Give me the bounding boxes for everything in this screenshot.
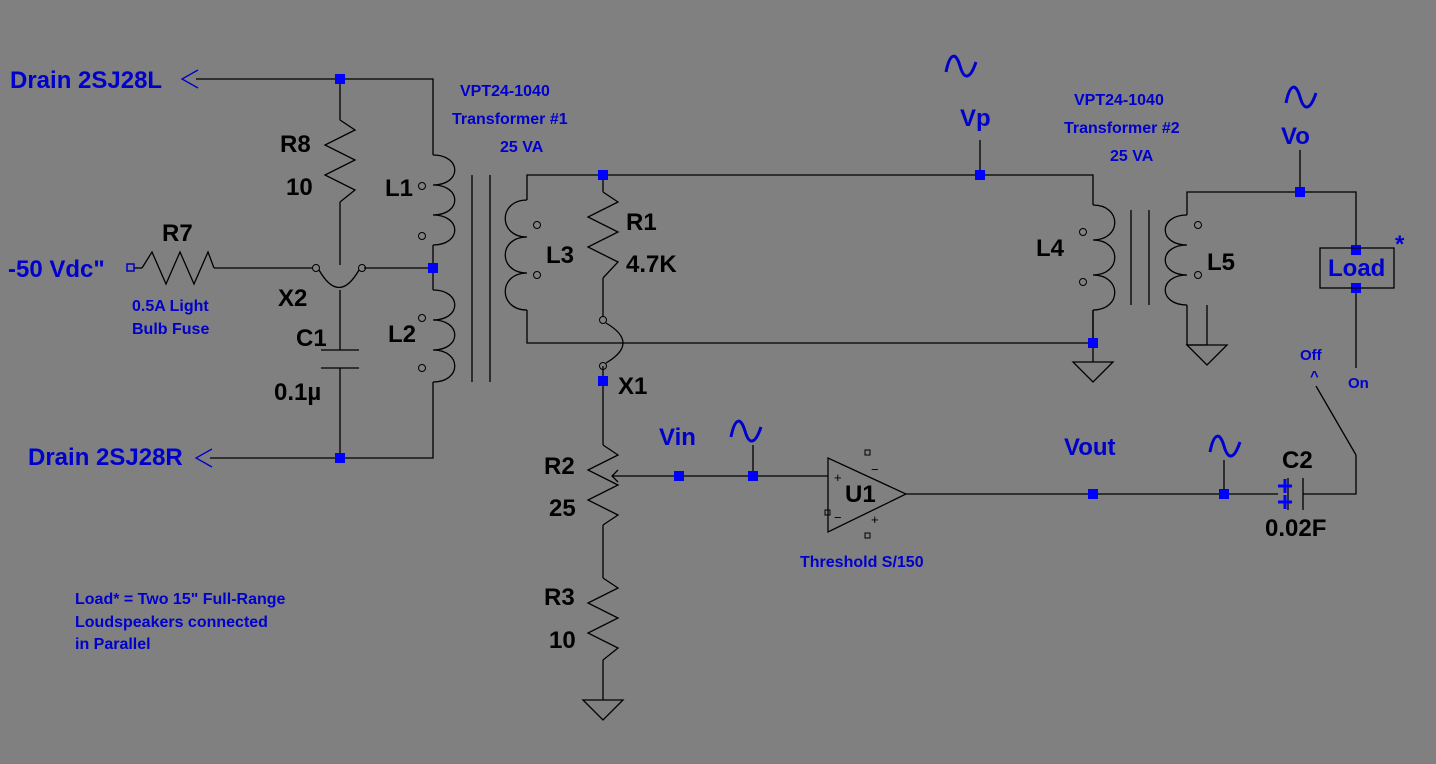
load-note-line2: Loudspeakers connected bbox=[75, 614, 268, 631]
r1-ref-label: R1 bbox=[626, 209, 657, 236]
arrow-port-icon bbox=[180, 69, 199, 89]
port-square-icon bbox=[126, 263, 135, 272]
switch-off-label: Off bbox=[1300, 347, 1323, 364]
r7-note-line1: 0.5A Light bbox=[132, 298, 209, 315]
drain-right-port-label: Drain 2SJ28R bbox=[28, 444, 183, 471]
x2-ref-label: X2 bbox=[278, 285, 307, 312]
svg-text:−: − bbox=[834, 510, 842, 525]
r2-potentiometer-symbol[interactable] bbox=[586, 444, 628, 526]
c1-ref-label: C1 bbox=[296, 325, 327, 352]
c1-capacitor-symbol[interactable] bbox=[321, 349, 359, 369]
r7-ref-label: R7 bbox=[162, 220, 193, 247]
vp-net-label: Vp bbox=[960, 105, 991, 132]
l2-inductor-symbol[interactable] bbox=[418, 289, 456, 383]
sine-probe-icon bbox=[1284, 85, 1318, 109]
x1-crossover-symbol[interactable] bbox=[599, 316, 624, 370]
ground-icon bbox=[1071, 361, 1115, 383]
r2-value-label: 25 bbox=[549, 495, 576, 522]
r8-resistor-symbol[interactable] bbox=[323, 119, 357, 203]
r1-resistor-symbol[interactable] bbox=[586, 191, 620, 279]
r7-note-line2: Bulb Fuse bbox=[132, 321, 209, 338]
l5-inductor-symbol[interactable] bbox=[1164, 214, 1202, 306]
l2-ref-label: L2 bbox=[388, 321, 416, 348]
t2-core-symbol bbox=[1130, 210, 1150, 305]
l3-ref-label: L3 bbox=[546, 242, 574, 269]
r2-ref-label: R2 bbox=[544, 453, 575, 480]
neg-supply-port-label: -50 Vdc" bbox=[8, 256, 105, 283]
r7-resistor-symbol[interactable] bbox=[141, 250, 215, 286]
vout-net-label: Vout bbox=[1064, 434, 1116, 461]
x2-crossover-symbol[interactable] bbox=[312, 264, 366, 288]
ground-icon bbox=[1185, 344, 1229, 366]
t2-line2-label: Transformer #2 bbox=[1064, 120, 1180, 137]
arrow-port-icon bbox=[194, 448, 213, 468]
r1-value-label: 4.7K bbox=[626, 251, 677, 278]
vin-net-label: Vin bbox=[659, 424, 696, 451]
r8-value-label: 10 bbox=[286, 174, 313, 201]
load-ref-label: Load bbox=[1328, 255, 1385, 282]
sine-probe-icon bbox=[1208, 434, 1242, 458]
ground-icon bbox=[581, 699, 625, 721]
svg-text:−: − bbox=[871, 462, 879, 477]
l3-inductor-symbol[interactable] bbox=[504, 199, 541, 311]
load-note-line3: in Parallel bbox=[75, 636, 151, 653]
l1-ref-label: L1 bbox=[385, 175, 413, 202]
wires bbox=[134, 78, 1357, 700]
svg-text:+: + bbox=[871, 512, 879, 527]
vo-net-label: Vo bbox=[1281, 123, 1310, 150]
l4-inductor-symbol[interactable] bbox=[1079, 204, 1116, 311]
t2-line1-label: VPT24-1040 bbox=[1074, 92, 1164, 109]
sine-probe-icon bbox=[729, 419, 763, 443]
junctions bbox=[335, 74, 1361, 499]
switch-caret-label: ^ bbox=[1310, 368, 1319, 385]
x1-ref-label: X1 bbox=[618, 373, 647, 400]
u1-opamp-symbol[interactable]: + − − + bbox=[824, 449, 908, 539]
t1-line1-label: VPT24-1040 bbox=[460, 83, 550, 100]
sine-probe-icon bbox=[944, 54, 978, 78]
svg-text:+: + bbox=[834, 470, 842, 485]
l5-ref-label: L5 bbox=[1207, 249, 1235, 276]
load-box[interactable] bbox=[1319, 247, 1395, 289]
t2-line3-label: 25 VA bbox=[1110, 148, 1154, 165]
switch-on-label: On bbox=[1348, 375, 1369, 392]
c2-capacitor-symbol[interactable] bbox=[1278, 478, 1304, 510]
l4-ref-label: L4 bbox=[1036, 235, 1065, 262]
r8-ref-label: R8 bbox=[280, 131, 311, 158]
u1-ref-label: U1 bbox=[845, 481, 876, 508]
load-note-line1: Load* = Two 15" Full-Range bbox=[75, 591, 286, 608]
drain-left-port-label: Drain 2SJ28L bbox=[10, 67, 162, 94]
r3-resistor-symbol[interactable] bbox=[586, 577, 620, 661]
load-mark-label: * bbox=[1395, 231, 1405, 258]
t1-line2-label: Transformer #1 bbox=[452, 111, 568, 128]
u1-note-label: Threshold S/150 bbox=[800, 554, 924, 571]
t1-line3-label: 25 VA bbox=[500, 139, 544, 156]
c2-value-label: 0.02F bbox=[1265, 515, 1326, 542]
c1-value-label: 0.1µ bbox=[274, 379, 321, 406]
c2-ref-label: C2 bbox=[1282, 447, 1313, 474]
r3-ref-label: R3 bbox=[544, 584, 575, 611]
l1-inductor-symbol[interactable] bbox=[418, 154, 456, 246]
t1-core-symbol bbox=[471, 175, 491, 382]
r3-value-label: 10 bbox=[549, 627, 576, 654]
